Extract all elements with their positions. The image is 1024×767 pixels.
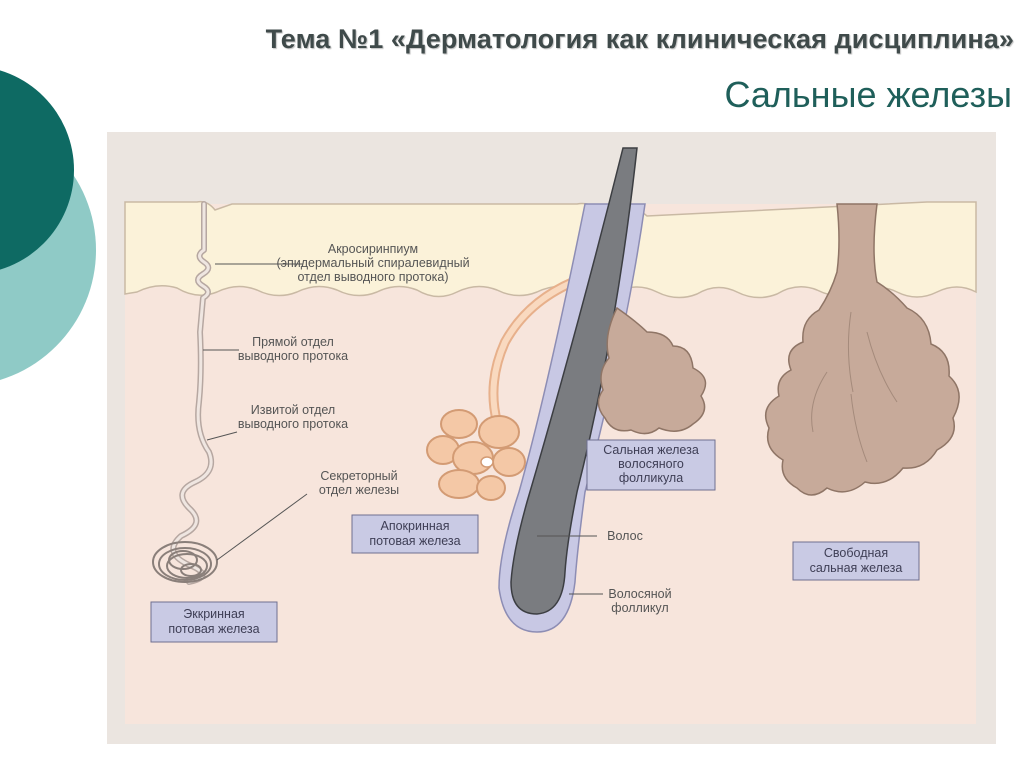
box-eccrine: Эккринная потовая железа xyxy=(150,601,278,643)
label-secretory-1: Секреторный xyxy=(320,469,397,483)
slide-title: Тема №1 «Дерматология как клиническая ди… xyxy=(265,24,1014,54)
eccrine-secretory-coil xyxy=(152,541,218,583)
free-sebaceous-lobule-lines xyxy=(811,311,898,463)
leader-secretory xyxy=(216,493,308,561)
box-eccrine-line-1: Эккринная xyxy=(183,607,244,621)
label-secretory-2: отдел железы xyxy=(319,483,399,497)
follicular-sebaceous-gland xyxy=(597,306,707,435)
label-hair: Волос xyxy=(607,529,643,543)
apocrine-secretory-coil xyxy=(426,409,526,501)
label-hair-follicle-1: Волосяной xyxy=(608,587,671,601)
box-follicular-line-3: фолликула xyxy=(619,471,683,485)
label-coiled-duct-2: выводного протока xyxy=(238,417,348,431)
dark-circle xyxy=(0,70,74,270)
decorative-circles xyxy=(0,70,96,380)
free-sebaceous-gland xyxy=(764,203,960,496)
box-free-line-2: сальная железа xyxy=(810,561,903,575)
skin-glands-diagram: Акросиринпиум (эпидермальный спиралевидн… xyxy=(107,132,996,744)
box-apocrine: Апокринная потовая железа xyxy=(351,514,479,554)
label-acrosyringium-3: отдел выводного протока) xyxy=(297,270,448,284)
label-hair-follicle-2: фолликул xyxy=(611,601,668,615)
box-apocrine-line-2: потовая железа xyxy=(369,534,460,548)
box-follicular-line-2: волосяного xyxy=(618,457,684,471)
box-free-sebaceous: Свободная сальная железа xyxy=(792,541,920,581)
box-follicular-line-1: Сальная железа xyxy=(603,443,699,457)
slide-subtitle: Сальные железы xyxy=(724,74,1013,115)
label-straight-duct-2: выводного протока xyxy=(238,349,348,363)
box-free-line-1: Свободная xyxy=(824,546,888,560)
apocrine-lumen xyxy=(480,456,494,468)
box-follicular-sebaceous: Сальная железа волосяного фолликула xyxy=(586,439,716,491)
box-eccrine-line-2: потовая железа xyxy=(168,622,259,636)
leader-coiled-duct xyxy=(206,431,238,441)
label-coiled-duct-1: Извитой отдел xyxy=(251,403,335,417)
box-apocrine-line-1: Апокринная xyxy=(381,519,450,533)
eccrine-duct-inner xyxy=(171,202,213,584)
label-acrosyringium-1: Акросиринпиум xyxy=(328,242,418,256)
apocrine-duct-inner xyxy=(490,279,576,425)
label-acrosyringium-2: (эпидермальный спиралевидный xyxy=(276,256,469,270)
label-straight-duct-1: Прямой отдел xyxy=(252,335,334,349)
